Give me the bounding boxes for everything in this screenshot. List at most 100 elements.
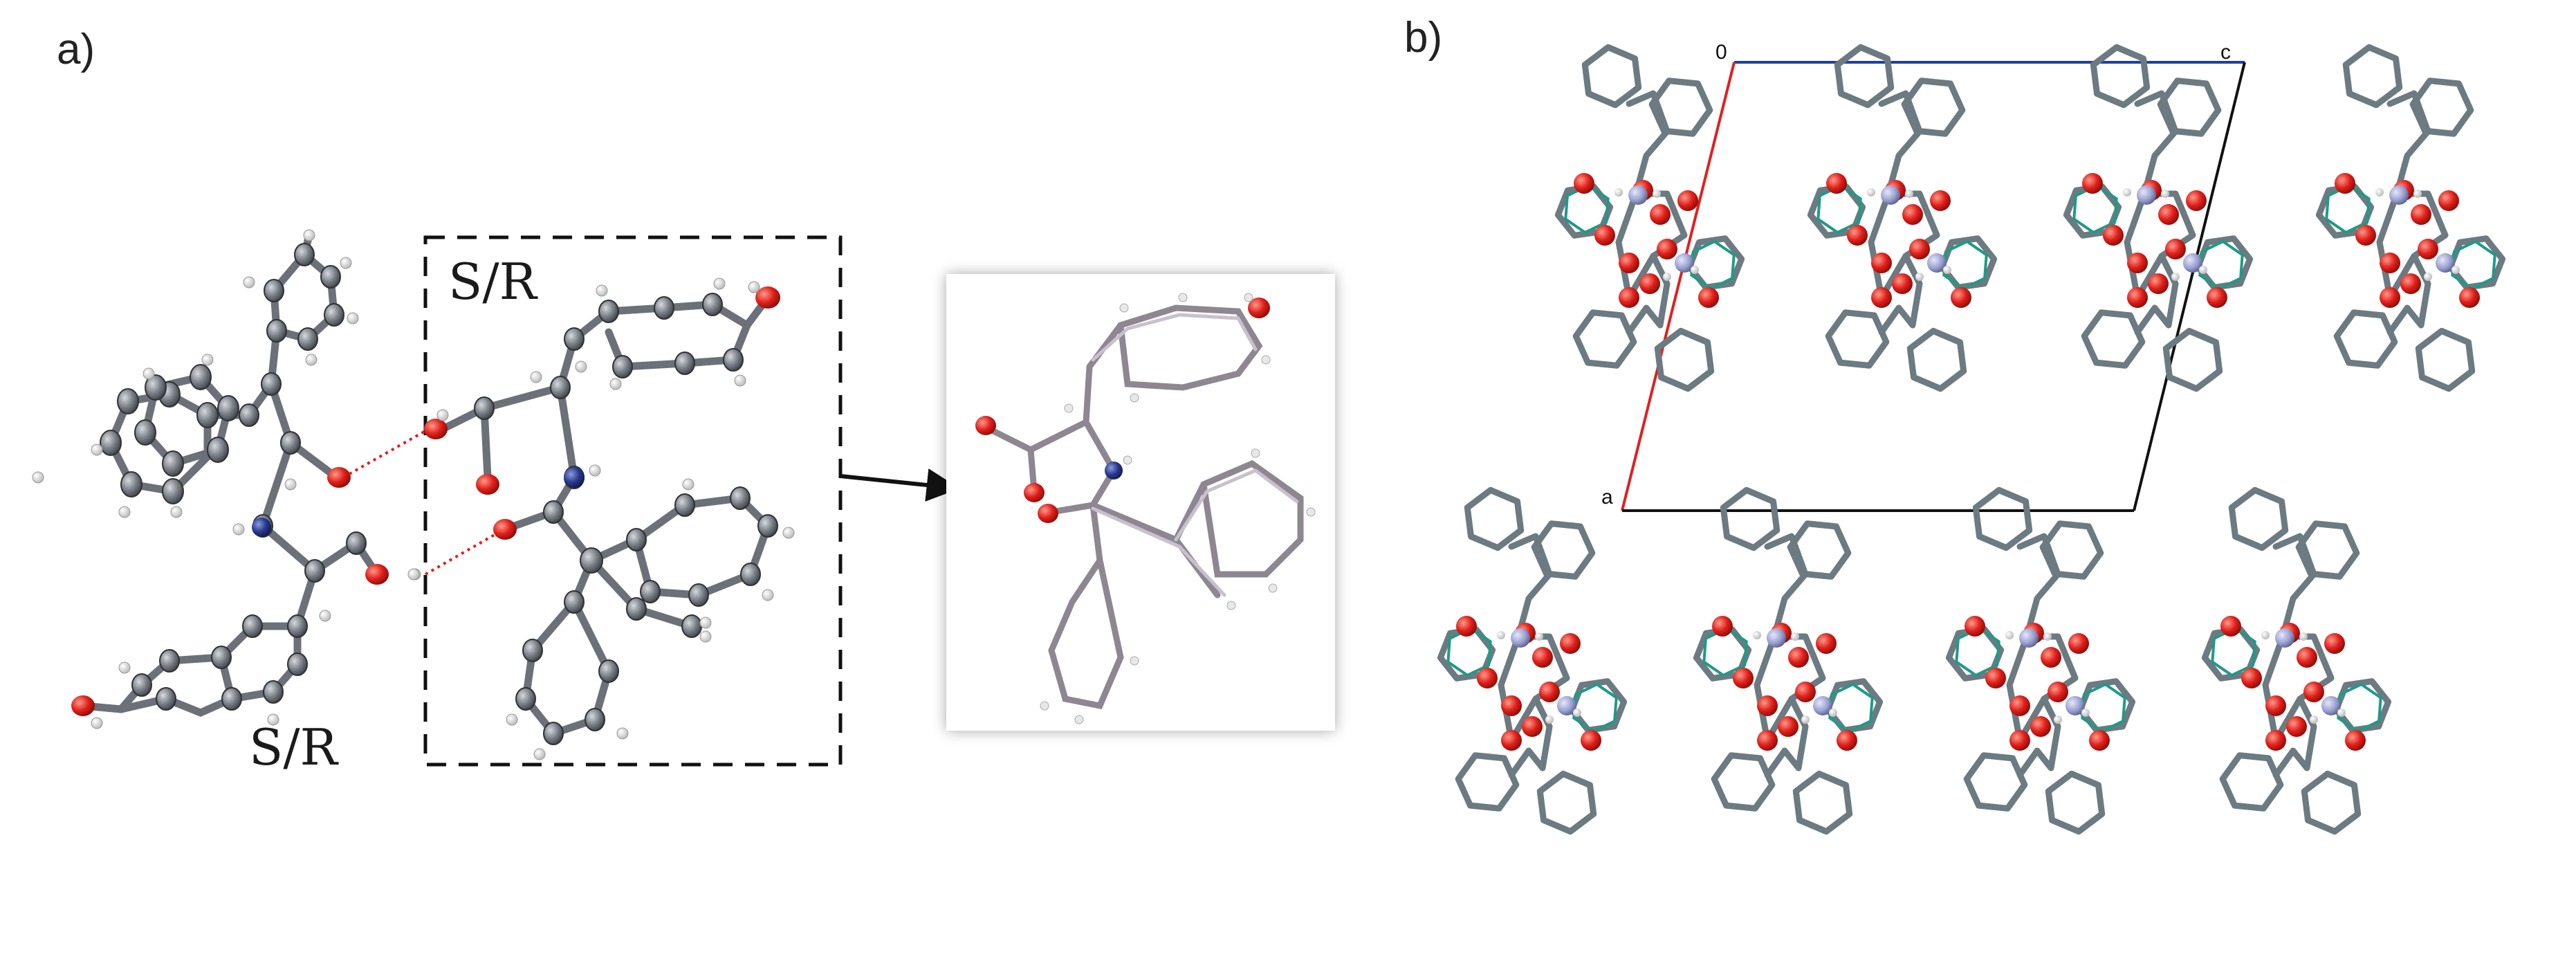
- nitrogen-atom: [1557, 696, 1576, 715]
- oxygen-atom: [2459, 287, 2480, 308]
- bond: [1615, 190, 1688, 301]
- oxygen-atom: [1532, 647, 1553, 668]
- oxygen-atom: [1985, 668, 2006, 688]
- oxygen-atom: [424, 419, 448, 439]
- disorder-ring: [1446, 626, 1492, 677]
- oxygen-atom: [2158, 204, 2179, 225]
- oxygen-atom: [2380, 253, 2400, 273]
- nitrogen-atom: [2019, 628, 2039, 648]
- hydrogen-atom: [2299, 632, 2308, 641]
- oxygen-atom: [2380, 287, 2400, 308]
- nitrogen-atom: [2137, 185, 2156, 205]
- phenol-ring: [1693, 626, 1752, 682]
- hydrogen-atom: [2043, 632, 2052, 641]
- nitrogen-atom: [1105, 462, 1123, 480]
- nitrogen-atom: [252, 518, 271, 537]
- bond: [1626, 253, 1671, 336]
- nitrogen-atom: [1511, 628, 1530, 648]
- phenol-ring: [1568, 678, 1628, 733]
- hydrogen-atom: [1653, 190, 1661, 198]
- phenyl-ring: [1720, 486, 1781, 551]
- oxygen-atom: [2418, 239, 2438, 259]
- hydrogen-atom: [2171, 273, 2180, 281]
- phenyl-ring: [1963, 752, 2028, 812]
- hydrogen-atom: [1753, 631, 1761, 639]
- phenyl-ring: [2045, 770, 2106, 835]
- disorder-ring: [2072, 183, 2118, 235]
- phenyl-ring: [1536, 770, 1597, 835]
- disorder-ring: [1564, 183, 1610, 235]
- bond: [2134, 253, 2179, 336]
- left-molecule-atoms: [32, 229, 421, 729]
- oxygen-atom: [2030, 716, 2051, 737]
- nitrogen-atom: [1881, 185, 1900, 205]
- nitrogen-atom: [2389, 185, 2409, 205]
- boxed-enantiomer-label: S/R: [448, 253, 538, 311]
- oxygen-atom: [2438, 190, 2459, 211]
- packing-dimer: [1807, 44, 1998, 392]
- hydrogen-atom: [2451, 266, 2460, 274]
- bond: [2006, 633, 2079, 744]
- cell-edge: [2133, 62, 2246, 511]
- oxygen-atom: [2345, 730, 2366, 751]
- oxygen-atom: [2297, 647, 2317, 668]
- packing-dimer: [1554, 44, 1745, 392]
- oxygen-atom: [1477, 668, 1498, 688]
- phenol-ring: [2194, 235, 2254, 291]
- bond: [1764, 695, 1809, 778]
- oxygen-atom: [1892, 273, 1913, 294]
- oxygen-atom: [1657, 239, 1677, 259]
- oxygen-atom: [1826, 173, 1847, 194]
- nitrogen-atom: [564, 467, 585, 488]
- oxygen-atom: [1501, 695, 1522, 716]
- oxygen-atom: [2400, 273, 2421, 294]
- bond: [2272, 533, 2317, 640]
- nitrogen-atom: [1675, 253, 1694, 273]
- bond: [2262, 633, 2335, 744]
- hydrogen-atom: [1691, 266, 1699, 274]
- phenyl-ring: [1825, 309, 1890, 369]
- hydrogen-bonds: [349, 428, 499, 576]
- phenol-ring: [1945, 626, 2005, 682]
- arrow: [840, 468, 960, 502]
- oxygen-atom: [1757, 695, 1778, 716]
- oxygen-atom: [1639, 273, 1660, 294]
- phenyl-ring: [1792, 770, 1853, 835]
- hydrogen-atom: [2337, 709, 2346, 717]
- bond: [1764, 533, 1809, 640]
- oxygen-atom: [1795, 682, 1816, 702]
- phenyl-ring: [1648, 77, 1713, 137]
- phenyl-ring: [2228, 486, 2289, 551]
- oxygen-atom: [1581, 730, 1601, 751]
- oxygen-atom: [1871, 287, 1892, 308]
- oxygen-atom: [2048, 682, 2068, 702]
- oxygen-atom: [1871, 253, 1892, 273]
- oxygen-atom: [2303, 682, 2324, 702]
- hydrogen-atom: [1801, 715, 1810, 724]
- hydrogen-atom: [1545, 715, 1554, 724]
- phenol-ring: [1807, 183, 1866, 239]
- hydrogen-atom: [2123, 188, 2131, 197]
- phenol-ring: [1437, 626, 1496, 682]
- oxygen-atom: [365, 564, 389, 585]
- phenyl-ring: [2415, 327, 2476, 392]
- overlay-molecule-b: [1091, 313, 1299, 597]
- axis-c-label: c: [2220, 41, 2231, 64]
- oxygen-atom: [1456, 616, 1477, 637]
- oxygen-atom: [1560, 633, 1581, 654]
- oxygen-atom: [1909, 239, 1930, 259]
- boxed-molecule-atoms: [407, 277, 795, 760]
- bond: [2272, 695, 2317, 778]
- hydrogen-atom: [1943, 266, 1951, 274]
- phenol-ring: [2333, 678, 2392, 733]
- bond: [2124, 190, 2196, 301]
- oxygen-atom: [1522, 716, 1543, 737]
- oxygen-atom: [2355, 225, 2376, 246]
- oxygen-atom: [1501, 730, 1522, 751]
- phenyl-ring: [1531, 520, 1596, 580]
- phenol-ring: [1938, 235, 1998, 291]
- hydrogen-atom: [1867, 188, 1875, 197]
- packing-dimer: [1693, 486, 1884, 835]
- oxygen-atom: [2089, 730, 2110, 751]
- phenyl-ring: [2295, 520, 2360, 580]
